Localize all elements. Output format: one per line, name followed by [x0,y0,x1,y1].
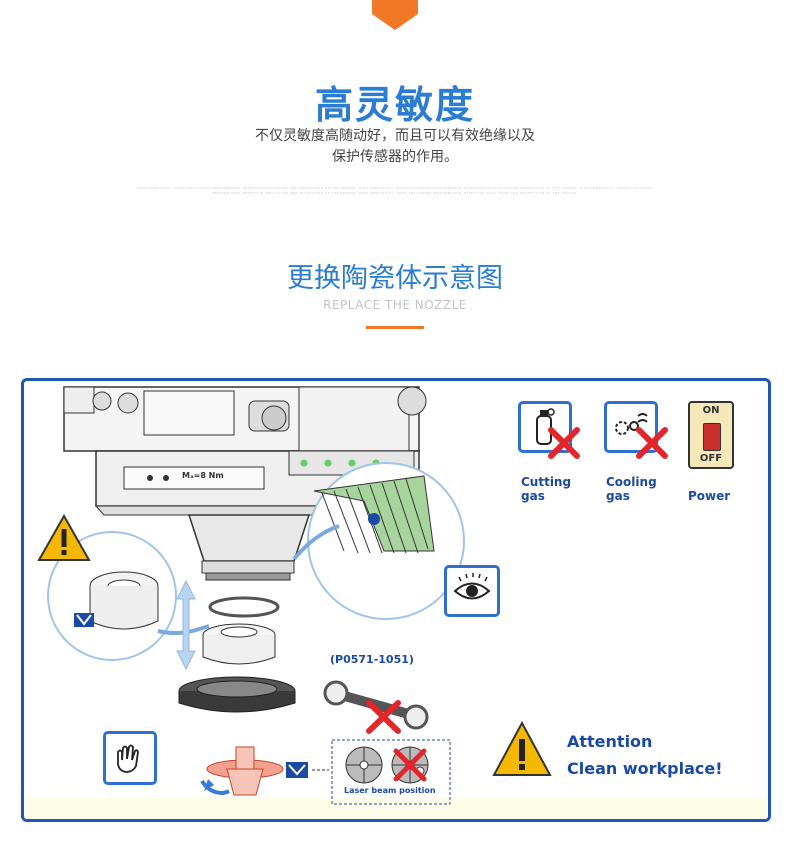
orange-tab-marker [372,0,418,30]
section-divider [366,326,424,329]
warning-icon [37,513,91,561]
laser-beam-position-label: Laser beam position [344,786,436,795]
cooling-gas-label: Cooling gas [606,475,657,503]
inspect-symbol [444,565,500,617]
attention-note: Attention Clean workplace! [567,728,723,782]
section-subtitle: REPLACE THE NOZZLE [323,298,467,312]
switch-rocker [703,423,721,451]
manual-symbol [103,731,157,785]
attention-warning-icon [492,720,552,776]
cutting-gas-label: Cutting gas [521,475,572,503]
workplace-floor [24,797,768,819]
description-line-2: 保护传感器的作用。 [332,149,458,165]
page-title: 高灵敏度 [314,83,475,127]
section-title: 更换陶瓷体示意图 [287,263,503,294]
description-line-1: 不仅灵敏度高随动好，而且可以有效绝缘以及 [255,128,535,144]
laser-head-illustration [47,386,465,805]
torque-label: Mₐ=8 Nm [182,471,224,480]
cutting-gas-symbol [518,401,572,453]
attention-text: Clean workplace! [567,759,723,778]
title-description: 不仅灵敏度高随动好，而且可以有效绝缘以及 保护传感器的作用。 [0,126,790,168]
fine-print: HIGH SENSITIVITY: GOOD FOLLOWING PERFORM… [137,186,653,195]
power-switch-icon: ON OFF [688,401,734,469]
part-number: (P0571-1051) [330,653,414,666]
cutting-gas-cross-icon [548,427,580,459]
cooling-gas-cross-icon [636,427,668,459]
hand-icon [117,744,139,773]
cooling-gas-symbol [604,401,658,453]
nozzle-replacement-diagram: Mₐ=8 Nm Cutting gas [21,378,771,822]
switch-on-label: ON [702,405,720,416]
attention-title: Attention [567,732,653,751]
cooling-gas-icon [615,413,648,435]
power-label: Power [688,489,731,503]
switch-off-label: OFF [699,453,723,464]
eye-icon [453,573,491,600]
